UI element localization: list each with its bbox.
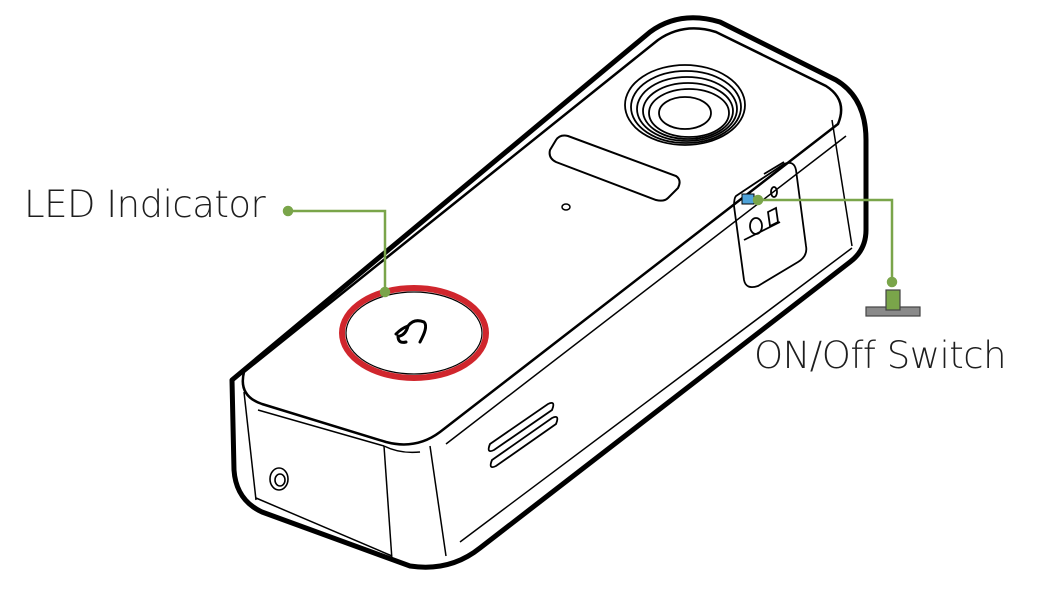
- led-ring: [339, 285, 489, 381]
- led-callout-line: [282, 205, 391, 298]
- sensor-window-icon: [548, 134, 681, 202]
- switch-callout-line: [752, 194, 898, 288]
- side-compartment: [733, 161, 808, 289]
- switch-symbol-icon: [865, 289, 921, 317]
- led-indicator-label: LED Indicator: [24, 183, 266, 226]
- bell-button-icon: [394, 319, 428, 344]
- doorbell-body: [229, 15, 869, 570]
- switch-highlight: [741, 193, 755, 205]
- on-off-switch-label: ON/Off Switch: [754, 334, 1007, 377]
- reset-hole-icon: [269, 467, 289, 491]
- camera-lens-icon: [624, 64, 746, 146]
- mic-hole-icon: [561, 203, 571, 211]
- speaker-grille-icon: [487, 401, 559, 469]
